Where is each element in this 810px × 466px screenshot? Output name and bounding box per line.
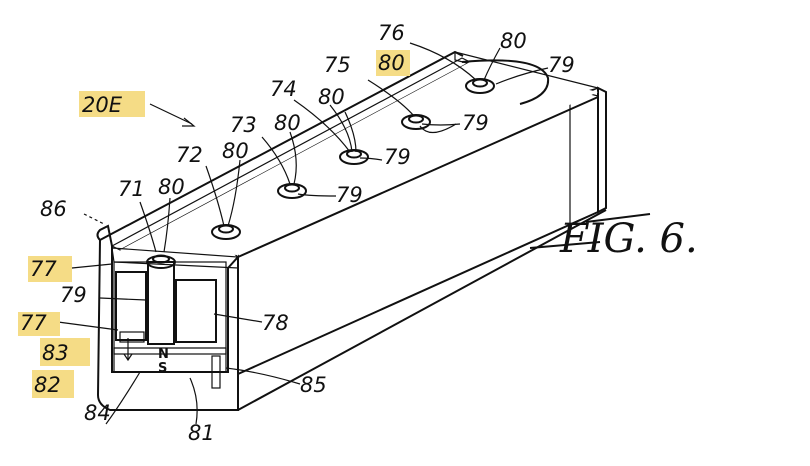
terminal-72 (211, 224, 241, 240)
label-79-a: 79 (548, 53, 575, 77)
highlight-77-bottom (18, 312, 60, 336)
label-20e: 20E (82, 93, 123, 117)
label-76: 76 (378, 21, 405, 45)
label-79-d: 79 (336, 183, 363, 207)
terminal-75 (401, 114, 431, 130)
label-pole-s: S (158, 361, 167, 376)
label-81: 81 (188, 421, 215, 445)
label-77-b: 77 (20, 311, 47, 335)
label-74: 74 (270, 77, 297, 101)
label-80-d: 80 (318, 85, 345, 109)
label-72: 72 (176, 143, 203, 167)
terminal-74 (339, 149, 369, 165)
highlight-20e (79, 91, 145, 117)
label-84: 84 (84, 401, 111, 425)
label-78: 78 (262, 311, 289, 335)
coil-left (115, 271, 147, 341)
highlights (18, 50, 410, 398)
magnet-post (147, 261, 175, 345)
label-80-a: 80 (158, 175, 185, 199)
housing-body (99, 50, 607, 411)
leader-lines (57, 42, 549, 425)
label-75: 75 (324, 53, 351, 77)
figure-label: FIG. 6. (559, 216, 698, 262)
label-80-f: 80 (500, 29, 527, 53)
label-79-c: 79 (384, 145, 411, 169)
figure-label-group: FIG. 6. (529, 213, 698, 262)
label-79-b: 79 (462, 111, 489, 135)
label-80-c: 80 (274, 111, 301, 135)
label-86: 86 (40, 197, 67, 221)
terminal-76 (465, 78, 495, 94)
label-pole-n: N (158, 347, 169, 362)
highlight-82 (32, 370, 74, 398)
label-73: 73 (230, 113, 257, 137)
cross-section (96, 224, 239, 411)
highlight-80 (376, 50, 410, 76)
label-71: 71 (118, 177, 145, 201)
label-80-b: 80 (222, 139, 249, 163)
label-83: 83 (42, 341, 69, 365)
highlight-77-top (28, 256, 72, 282)
label-79-e: 79 (60, 283, 87, 307)
terminal-73 (277, 183, 307, 199)
highlight-83 (40, 338, 90, 366)
label-85: 85 (300, 373, 327, 397)
label-77-a: 77 (30, 257, 57, 281)
coil-right (175, 279, 217, 343)
reference-numerals: 20E 71 80 72 80 73 80 74 80 75 80 76 80 … (20, 21, 575, 445)
label-82: 82 (34, 373, 61, 397)
label-80-e: 80 (378, 51, 405, 75)
post-terminals (211, 59, 550, 240)
